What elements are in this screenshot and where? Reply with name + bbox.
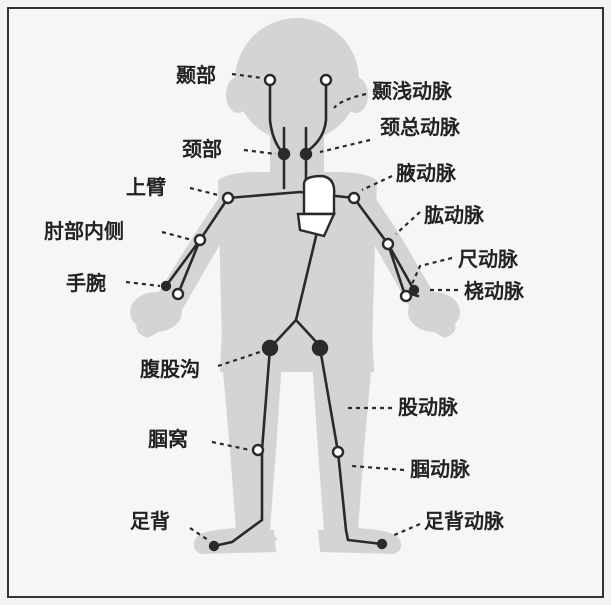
- label-upper-arm: 上臂: [126, 175, 166, 199]
- label-common-carotid-artery: 颈总动脉: [380, 115, 461, 139]
- heart-shape: [298, 176, 334, 236]
- label-temple: 颞部: [175, 63, 216, 87]
- label-femoral-artery: 股动脉: [398, 395, 459, 419]
- head-shape: [235, 18, 359, 142]
- carotid-point: [301, 149, 311, 159]
- label-inner-elbow: 肘部内侧: [44, 219, 124, 243]
- label-wrist: 手腕: [66, 271, 106, 295]
- label-popliteal-fossa: 腘窝: [148, 427, 188, 451]
- wrist-point-2: [173, 289, 183, 299]
- neck-point: [279, 149, 289, 159]
- label-superficial-temporal-artery: 颞浅动脉: [371, 79, 453, 103]
- radial-point: [401, 291, 411, 301]
- axillary-point: [349, 193, 359, 203]
- superficial-temporal-point: [321, 75, 331, 85]
- label-radial-artery: 桡动脉: [464, 279, 525, 303]
- label-brachial-artery: 肱动脉: [424, 203, 485, 227]
- label-dorsalis-pedis-artery: 足背动脉: [424, 509, 505, 533]
- label-axillary-artery: 腋动脉: [396, 161, 457, 185]
- temple-point: [265, 75, 275, 85]
- label-popliteal-artery: 腘动脉: [410, 457, 471, 481]
- wrist-point: [162, 282, 170, 290]
- label-groin: 腹股沟: [140, 357, 200, 381]
- dorsalis-pedis-point: [378, 540, 386, 548]
- brachial-point: [383, 239, 393, 249]
- label-neck: 颈部: [182, 137, 222, 161]
- popliteal-point: [333, 447, 343, 457]
- femoral-point: [313, 341, 327, 355]
- label-ulnar-artery: 尺动脉: [458, 247, 519, 271]
- foot-point: [210, 542, 218, 550]
- label-dorsum-of-foot: 足背: [130, 509, 170, 533]
- right-hand-shape: [408, 292, 460, 332]
- groin-point: [263, 341, 277, 355]
- inner-elbow-point: [195, 235, 205, 245]
- left-ear-shape: [226, 77, 250, 113]
- upper-arm-point: [223, 193, 233, 203]
- popliteal-fossa-point: [253, 445, 263, 455]
